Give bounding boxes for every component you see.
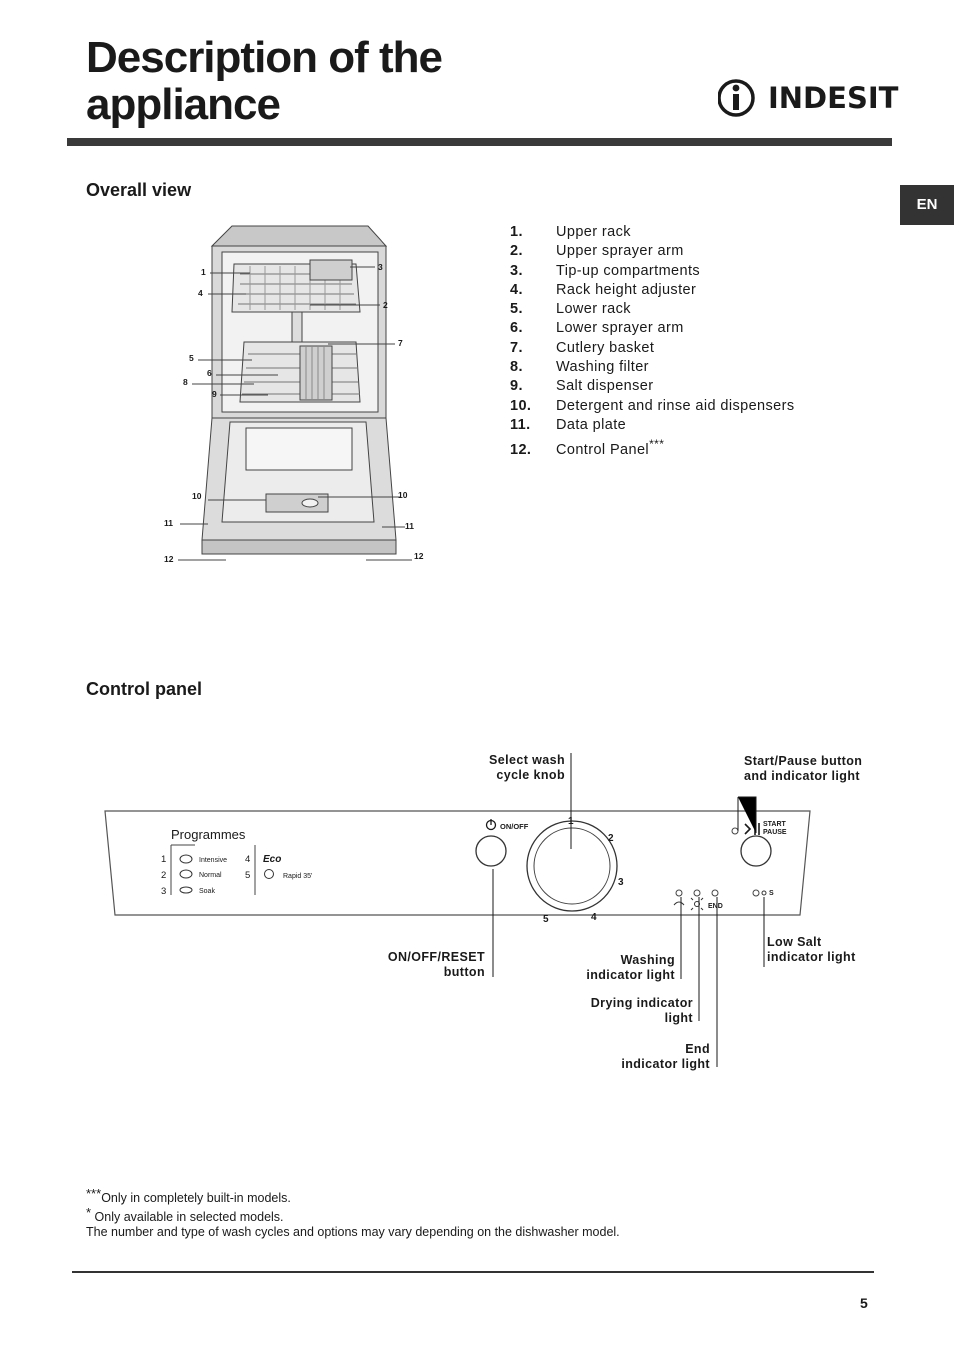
program-intensive: Intensive	[199, 857, 227, 864]
footnote-built-in: ***Only in completely built-in models.	[86, 1186, 291, 1205]
list-item: 3.Tip-up compartments	[510, 262, 701, 279]
list-item: 11.Data plate	[510, 416, 627, 433]
power-icon	[485, 819, 497, 831]
salt-s-label: S	[769, 890, 774, 897]
on-off-reset-callout: ON/OFF/RESET button	[387, 950, 485, 979]
programmes-label: Programmes	[171, 827, 246, 842]
svg-text:4: 4	[245, 854, 250, 865]
parts-list: 1.Upper rack 2.Upper sprayer arm 3.Tip-u…	[510, 223, 795, 459]
end-light-callout: End indicator light	[621, 1042, 710, 1071]
program-icons	[179, 854, 274, 894]
svg-text:2: 2	[608, 833, 614, 844]
drying-indicator-light	[693, 889, 701, 897]
washing-icon	[673, 901, 685, 906]
on-off-label: ON/OFF	[500, 822, 529, 831]
list-item: 12.Control Panel***	[510, 437, 665, 459]
low-salt-callout: Low Salt indicator light	[767, 935, 856, 964]
indesit-logo-mark	[718, 79, 755, 117]
on-off-reset-button[interactable]	[475, 835, 507, 867]
diagram-label: 12	[414, 551, 424, 561]
diagram-label: 6	[207, 368, 212, 378]
diagram-label: 5	[189, 353, 194, 363]
language-tab[interactable]: EN	[900, 185, 954, 225]
svg-text:2: 2	[161, 870, 166, 881]
dishwasher-diagram: 1 3 4 2 7 5 6 8 9 10 10 11 11 12 12	[164, 225, 424, 564]
diagram-label: 4	[198, 288, 203, 298]
diagram-label: 12	[164, 554, 174, 564]
select-knob-callout: Select wash cycle knob	[489, 753, 565, 782]
diagram-label: 8	[183, 377, 188, 387]
diagram-label: 1	[201, 267, 206, 277]
washing-indicator-light	[675, 889, 683, 897]
diagram-label: 11	[164, 518, 173, 528]
list-item: 5.Lower rack	[510, 301, 631, 318]
diagram-label: 10	[192, 491, 202, 501]
list-item: 2.Upper sprayer arm	[510, 243, 684, 260]
control-panel-heading: Control panel	[86, 679, 202, 699]
list-item: 1.Upper rack	[510, 224, 631, 240]
list-item: 4.Rack height adjuster	[510, 281, 697, 298]
header-rule	[67, 138, 892, 146]
page-title: Description of the appliance	[86, 33, 443, 129]
program-eco: Eco	[263, 854, 281, 865]
list-item: 8.Washing filter	[510, 359, 649, 376]
list-item: 10.Detergent and rinse aid dispensers	[510, 397, 795, 414]
list-item: 7.Cutlery basket	[510, 339, 655, 356]
diagram-label: 11	[405, 521, 414, 531]
list-item: 9.Salt dispenser	[510, 378, 654, 395]
pause-label: PAUSE	[763, 829, 787, 836]
select-wash-cycle-knob[interactable]	[526, 820, 618, 912]
diagram-label: 10	[398, 490, 408, 500]
brand-name: INDESIT	[768, 81, 899, 115]
diagram-label: 2	[383, 300, 388, 310]
footer-rule	[72, 1271, 874, 1273]
diagram-label: 9	[212, 389, 217, 399]
svg-text:3: 3	[161, 886, 166, 897]
low-salt-indicator-light	[752, 889, 760, 897]
start-pause-button[interactable]	[740, 835, 772, 867]
washing-light-callout: Washing indicator light	[586, 953, 675, 982]
svg-text:5: 5	[245, 870, 250, 881]
program-soak: Soak	[199, 888, 215, 895]
overall-view-heading: Overall view	[86, 180, 192, 200]
end-label: END	[708, 903, 723, 910]
list-item: 6.Lower sprayer arm	[510, 320, 684, 337]
svg-text:5: 5	[543, 914, 549, 925]
diagram-label: 3	[378, 262, 383, 272]
svg-text:4: 4	[591, 912, 597, 923]
diagram-label: 7	[398, 338, 403, 348]
drying-light-callout: Drying indicator light	[590, 996, 693, 1025]
program-rapid: Rapid 35'	[283, 873, 312, 880]
control-panel-diagram: Programmes 1 2 3 4 5 Intensive Normal So…	[104, 753, 811, 1067]
start-label: START	[763, 821, 787, 828]
program-normal: Normal	[199, 872, 222, 879]
svg-text:1: 1	[161, 854, 166, 865]
start-pause-callout: Start/Pause button and indicator light	[744, 754, 863, 783]
end-indicator-light	[711, 889, 719, 897]
start-pause-indicator-light	[731, 827, 739, 835]
svg-text:3: 3	[618, 877, 624, 888]
page-number: 5	[860, 1295, 868, 1311]
footnote-selected-models: * Only available in selected models.	[86, 1205, 284, 1224]
footnote-variation: The number and type of wash cycles and o…	[86, 1225, 620, 1239]
salt-icon	[761, 890, 767, 896]
